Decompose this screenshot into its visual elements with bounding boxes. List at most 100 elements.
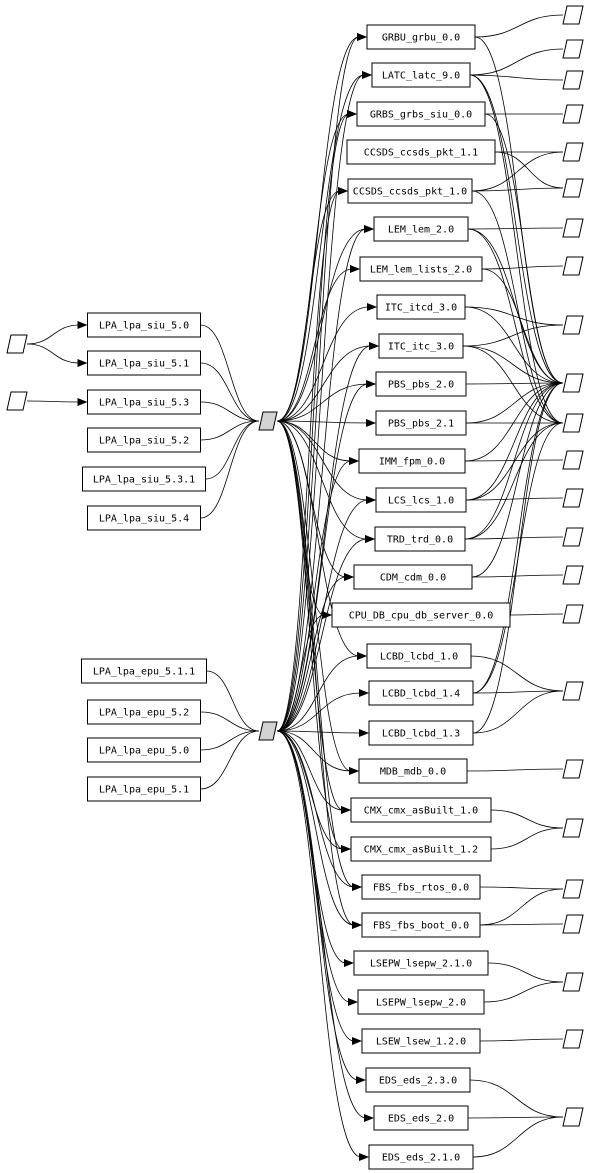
node-itc: ITC_itc_3.0 xyxy=(378,333,464,359)
node-r2 xyxy=(562,39,584,59)
node-label: FBS_fbs_rtos_0.0 xyxy=(373,883,469,894)
edge-hub_siu-fbsboot xyxy=(276,420,362,929)
node-label: LPA_lpa_siu_5.2 xyxy=(99,436,189,447)
node-lsepw20: LSEPW_lsepw_2.0 xyxy=(357,989,485,1015)
node-lpa-epu-5-1: LPA_lpa_epu_5.1 xyxy=(87,776,201,802)
node-r3 xyxy=(562,70,584,90)
node-label: IMM_fpm_0.0 xyxy=(379,457,445,468)
node-label: EDS_eds_2.3.0 xyxy=(379,1076,457,1087)
node-label: CCSDS_ccsds_pkt_1.0 xyxy=(353,187,467,198)
edge-itc-r11 xyxy=(462,345,564,424)
node-mdb: MDB_mdb_0.0 xyxy=(358,758,468,784)
node-label: EDS_eds_2.0 xyxy=(388,1114,454,1125)
node-r18 xyxy=(562,759,584,779)
node-ccsds10: CCSDS_ccsds_pkt_1.0 xyxy=(347,178,473,204)
node-label: ITC_itc_3.0 xyxy=(388,342,454,353)
node-label: LCBD_lcbd_1.3 xyxy=(382,729,460,740)
node-grbs: GRBS_grbs_siu_0.0 xyxy=(356,101,486,127)
edge-lpa_epu_5_1-hub_epu xyxy=(200,730,260,790)
node-r10 xyxy=(562,373,584,393)
node-label: LCBD_lcbd_1.4 xyxy=(382,689,460,700)
node-label: FBS_fbs_boot_0.0 xyxy=(373,921,469,932)
edge-lcbd13-r10 xyxy=(472,382,564,734)
node-label: LSEPW_lsepw_2.0 xyxy=(376,998,466,1009)
node-lpa-siu-5-3-1: LPA_lpa_siu_5.3.1 xyxy=(82,466,206,492)
edge-lpa_siu_5_1-hub_siu xyxy=(200,362,260,422)
node-lpa-epu-5-1-1: LPA_lpa_epu_5.1.1 xyxy=(81,658,207,684)
edge-latc-r10 xyxy=(469,74,564,384)
node-r12 xyxy=(562,450,584,470)
edge-trd-r11 xyxy=(464,422,564,540)
edge-cdm-r15 xyxy=(471,574,564,578)
node-in-2 xyxy=(6,391,28,411)
node-label: CDM_cdm_0.0 xyxy=(380,573,446,584)
edge-lsepw210-r22 xyxy=(487,962,564,983)
edge-lem-r7 xyxy=(467,227,564,230)
edge-hub_epu-cmx10 xyxy=(276,730,351,814)
node-lcs: LCS_lcs_1.0 xyxy=(375,487,467,513)
edge-lpa_epu_5_1_1-hub_epu xyxy=(206,670,260,732)
node-lemlists: LEM_lem_lists_2.0 xyxy=(359,256,483,282)
edge-fbsboot-r21 xyxy=(479,923,564,926)
node-label: PBS_pbs_2.0 xyxy=(388,380,454,391)
node-label: CPU_DB_cpu_db_server_0.0 xyxy=(349,611,494,622)
edge-itcd-r10 xyxy=(464,306,564,384)
node-label: LPA_lpa_siu_5.0 xyxy=(99,321,189,332)
edge-lcbd14-r10 xyxy=(472,382,564,694)
node-label: LPA_lpa_epu_5.1.1 xyxy=(93,667,195,678)
node-fbsrtos: FBS_fbs_rtos_0.0 xyxy=(361,874,481,900)
node-label: LATC_latc_9.0 xyxy=(382,71,460,82)
edge-mdb-r18 xyxy=(466,768,564,772)
edge-lcs-r11 xyxy=(465,422,564,501)
edge-grbu-r1 xyxy=(474,14,564,38)
edge-hub_epu-grbs xyxy=(276,110,357,732)
edge-lpa_epu_5_2-hub_epu xyxy=(200,711,260,732)
edge-lcbd10-r17 xyxy=(470,655,564,692)
edge-cdm-r10 xyxy=(471,382,564,578)
edge-grbu-r10 xyxy=(474,36,564,384)
node-lpa-epu-5-0: LPA_lpa_epu_5.0 xyxy=(87,737,201,763)
node-label: LSEW_lsew_1.2.0 xyxy=(376,1037,466,1048)
node-label: LPA_lpa_siu_5.3 xyxy=(99,398,189,409)
edge-lsepw20-r22 xyxy=(483,981,564,1003)
edge-lsew-r23 xyxy=(479,1038,564,1042)
edge-hub_siu-ccsds10 xyxy=(276,187,348,422)
edge-ccsds10-r11 xyxy=(471,190,564,424)
edge-itc-r10 xyxy=(462,345,564,384)
node-r24 xyxy=(562,1107,584,1127)
edge-hub_siu-pbs21 xyxy=(276,419,376,427)
edge-latc-r11 xyxy=(469,74,564,424)
edge-lemlists-r8 xyxy=(481,265,564,270)
edge-lpa_siu_5_2-hub_siu xyxy=(200,420,260,441)
edge-itc-r9 xyxy=(462,324,564,347)
edge-cmx12-r19 xyxy=(490,827,564,850)
edge-lem-r11 xyxy=(467,228,564,424)
edge-imm-r10 xyxy=(464,382,564,462)
node-lsepw210: LSEPW_lsepw_2.1.0 xyxy=(353,950,489,976)
edge-lcs-r13 xyxy=(465,497,564,501)
node-label: GRBU_grbu_0.0 xyxy=(382,33,460,44)
node-cpudb: CPU_DB_cpu_db_server_0.0 xyxy=(331,602,511,628)
node-r20 xyxy=(562,879,584,899)
node-label: LPA_lpa_siu_5.1 xyxy=(99,359,189,370)
edge-itcd-r9 xyxy=(464,306,564,326)
edge-hub_epu-grbu xyxy=(276,33,367,732)
node-eds20: EDS_eds_2.0 xyxy=(373,1105,469,1131)
node-lcbd10: LCBD_lcbd_1.0 xyxy=(366,643,472,669)
node-label: CMX_cmx_asBuilt_1.0 xyxy=(364,806,478,817)
edge-hub_epu-lcbd14 xyxy=(276,689,369,732)
nodes-layer: LPA_lpa_siu_5.0LPA_lpa_siu_5.1LPA_lpa_si… xyxy=(6,5,584,1170)
node-r5 xyxy=(562,142,584,162)
edge-hub_epu-eds230 xyxy=(276,730,366,1084)
edge-hub_siu-lem xyxy=(276,225,374,422)
node-grbu: GRBU_grbu_0.0 xyxy=(366,24,476,50)
node-cmx10: CMX_cmx_asBuilt_1.0 xyxy=(350,797,492,823)
node-r14 xyxy=(562,527,584,547)
node-label: LPA_lpa_epu_5.2 xyxy=(99,708,189,719)
node-trd: TRD_trd_0.0 xyxy=(374,526,466,552)
node-label: LPA_lpa_siu_5.4 xyxy=(99,514,189,525)
node-label: EDS_eds_2.1.0 xyxy=(382,1153,460,1164)
node-imm: IMM_fpm_0.0 xyxy=(358,448,466,474)
node-lpa-epu-5-2: LPA_lpa_epu_5.2 xyxy=(87,699,201,725)
node-r11 xyxy=(562,413,584,433)
